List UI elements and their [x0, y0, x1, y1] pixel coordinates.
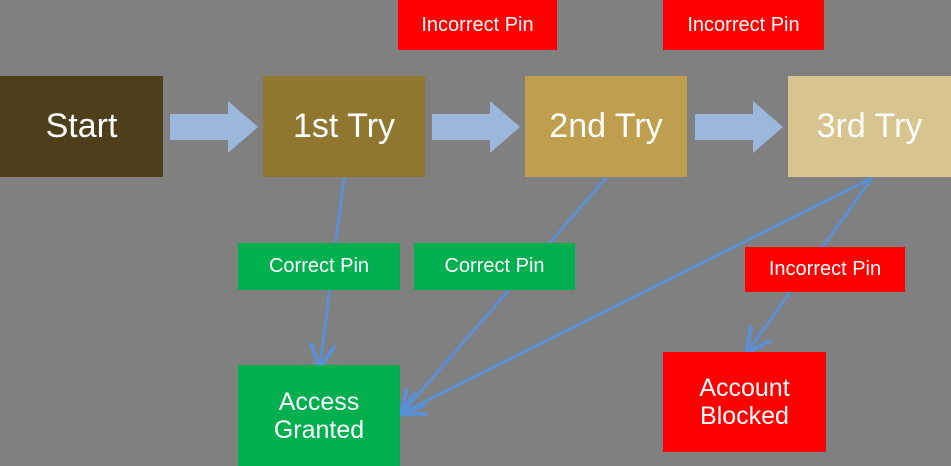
- connector-try2-to-access-granted: [402, 177, 608, 413]
- edge-label-incorrect-pin-try3[interactable]: Incorrect Pin: [745, 247, 905, 292]
- stage-node-try1[interactable]: 1st Try: [263, 76, 425, 177]
- block-arrow-start-to-try1: [170, 101, 258, 153]
- edge-label-correct-pin-try2[interactable]: Correct Pin: [414, 243, 575, 290]
- block-arrow-try1-to-try2: [432, 101, 520, 153]
- terminal-label-line1: Access: [278, 387, 360, 416]
- stage-node-try3[interactable]: 3rd Try: [788, 76, 951, 177]
- block-arrow-try3-from-try2: [695, 101, 783, 153]
- connector-try3-to-access-granted: [402, 176, 873, 413]
- terminal-label-line1: Account: [699, 374, 790, 402]
- edge-label-correct-pin-try1[interactable]: Correct Pin: [238, 243, 400, 290]
- stage-node-try2[interactable]: 2nd Try: [525, 76, 687, 177]
- stage-node-start[interactable]: Start: [0, 76, 163, 177]
- edge-label-incorrect-pin-try2[interactable]: Incorrect Pin: [663, 0, 824, 50]
- terminal-label-line2: Granted: [273, 415, 365, 444]
- terminal-label-line2: Blocked: [700, 402, 789, 430]
- edge-label-incorrect-pin-try1[interactable]: Incorrect Pin: [398, 0, 557, 50]
